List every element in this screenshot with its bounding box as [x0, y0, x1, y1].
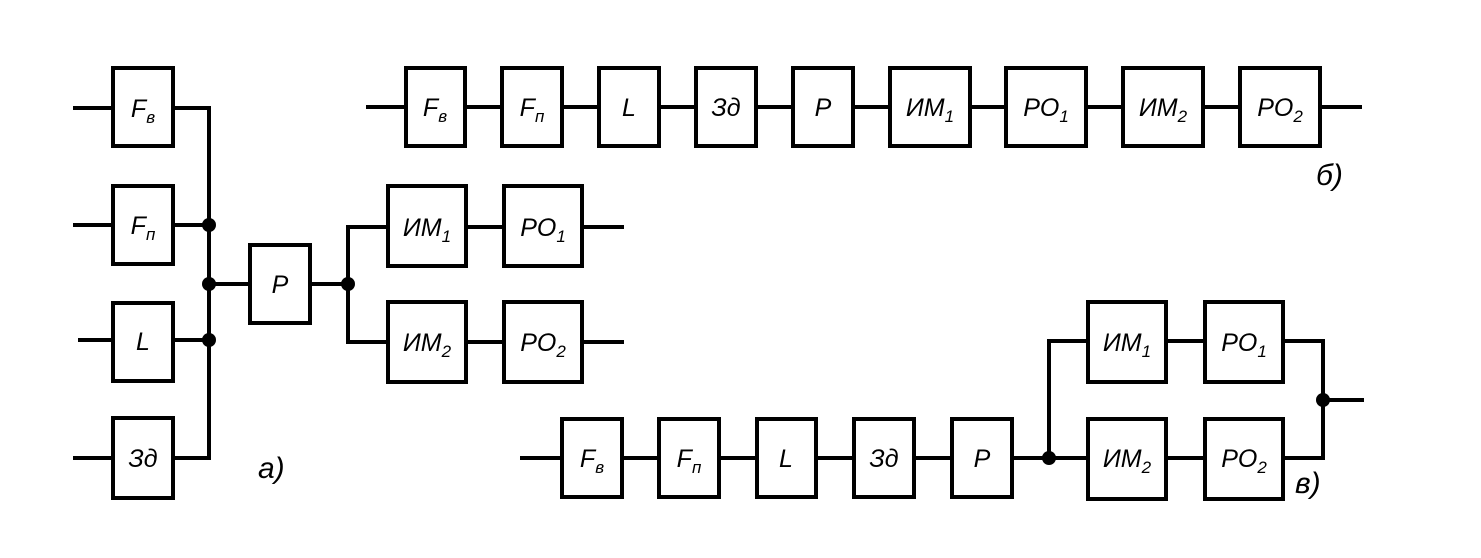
- diagram-a: Fв Fп L Зд Р ИМ1 РО1 ИМ2: [73, 66, 624, 500]
- block-fp-a: Fп: [111, 184, 175, 266]
- junction-dot: [1316, 393, 1330, 407]
- block-im2-a: ИМ2: [386, 300, 468, 384]
- svg-text:РО1: РО1: [520, 214, 566, 246]
- junction-dot: [202, 277, 216, 291]
- svg-text:ИМ1: ИМ1: [403, 214, 451, 246]
- svg-text:Fв: Fв: [423, 94, 447, 126]
- svg-text:ИМ1: ИМ1: [1103, 329, 1151, 361]
- block-im1-c: ИМ1: [1086, 300, 1168, 384]
- diagram-c: Fв Fп L Зд Р ИМ1 РО1 ИМ2: [520, 300, 1364, 501]
- block-r-a: Р: [248, 243, 312, 325]
- diagram-b: Fв Fп L Зд Р ИМ1 РО1 ИМ2: [366, 66, 1362, 192]
- block-fp-c: Fп: [657, 417, 721, 499]
- block-l-a: L: [111, 301, 175, 383]
- svg-text:Зд: Зд: [869, 445, 898, 473]
- svg-text:РО2: РО2: [1257, 94, 1303, 126]
- block-im2-b: ИМ2: [1121, 66, 1205, 148]
- caption-c: в): [1295, 467, 1321, 500]
- svg-text:Зд: Зд: [711, 94, 740, 122]
- junction-dot: [202, 218, 216, 232]
- junction-dot: [1042, 451, 1056, 465]
- svg-text:L: L: [622, 94, 636, 122]
- caption-a: а): [258, 452, 285, 485]
- svg-text:Р: Р: [272, 271, 289, 299]
- block-zd-b: Зд: [694, 66, 758, 148]
- svg-text:Fв: Fв: [131, 95, 155, 127]
- block-l-b: L: [597, 66, 661, 148]
- svg-text:ИМ2: ИМ2: [403, 329, 452, 361]
- block-fv-a: Fв: [111, 66, 175, 148]
- block-im1-b: ИМ1: [888, 66, 972, 148]
- block-ro1-a: РО1: [502, 184, 584, 268]
- svg-text:Fп: Fп: [520, 94, 545, 126]
- svg-text:L: L: [779, 445, 793, 473]
- svg-text:Р: Р: [974, 445, 991, 473]
- svg-text:Fв: Fв: [580, 445, 604, 477]
- svg-text:РО2: РО2: [1221, 445, 1267, 477]
- block-ro2-b: РО2: [1238, 66, 1322, 148]
- block-zd-a: Зд: [111, 416, 175, 500]
- block-ro2-c: РО2: [1203, 417, 1285, 501]
- block-zd-c: Зд: [852, 417, 916, 499]
- block-fv-c: Fв: [560, 417, 624, 499]
- block-im2-c: ИМ2: [1086, 417, 1168, 501]
- svg-text:Зд: Зд: [128, 445, 157, 473]
- block-l-c: L: [755, 417, 818, 499]
- block-fp-b: Fп: [500, 66, 564, 148]
- svg-text:РО1: РО1: [1221, 329, 1267, 361]
- block-r-c: Р: [950, 417, 1014, 499]
- svg-text:Р: Р: [815, 94, 832, 122]
- svg-text:ИМ1: ИМ1: [906, 94, 954, 126]
- block-ro2-a: РО2: [502, 300, 584, 384]
- block-ro1-b: РО1: [1004, 66, 1088, 148]
- svg-text:Fп: Fп: [677, 445, 702, 477]
- junction-dot: [202, 333, 216, 347]
- svg-text:РО2: РО2: [520, 329, 566, 361]
- block-r-b: Р: [791, 66, 855, 148]
- svg-text:РО1: РО1: [1023, 94, 1069, 126]
- caption-b: б): [1316, 159, 1343, 192]
- block-im1-a: ИМ1: [386, 184, 468, 268]
- svg-text:ИМ2: ИМ2: [1139, 94, 1188, 126]
- block-fv-b: Fв: [404, 66, 467, 148]
- block-ro1-c: РО1: [1203, 300, 1285, 384]
- svg-text:L: L: [136, 328, 150, 356]
- junction-dot: [341, 277, 355, 291]
- svg-text:Fп: Fп: [131, 212, 156, 244]
- svg-text:ИМ2: ИМ2: [1103, 445, 1152, 477]
